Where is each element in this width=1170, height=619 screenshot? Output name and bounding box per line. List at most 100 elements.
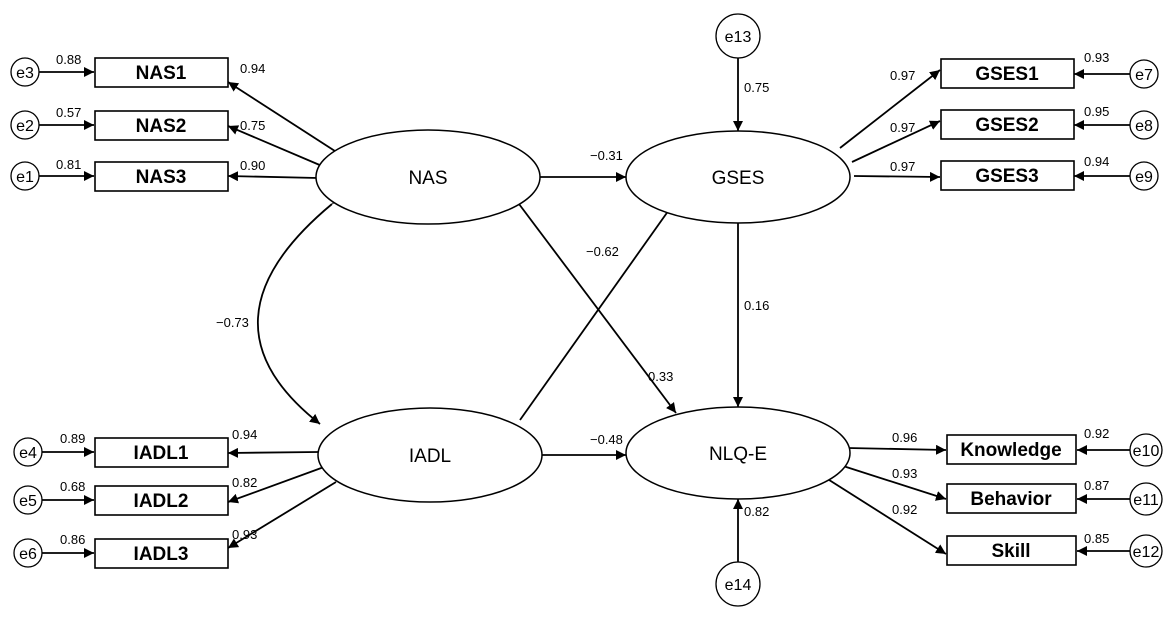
error-e7[interactable]: e7 bbox=[1129, 59, 1159, 89]
weight-nlqe-skill: 0.92 bbox=[892, 502, 917, 517]
indicator-nas3[interactable]: NAS3 bbox=[94, 161, 229, 192]
error-e13-label: e13 bbox=[725, 29, 752, 46]
latent-nas[interactable]: NAS bbox=[315, 129, 541, 225]
weight-gses-gses2: 0.97 bbox=[890, 120, 915, 135]
error-e2[interactable]: e2 bbox=[10, 110, 40, 140]
weight-gses-gses1: 0.97 bbox=[890, 68, 915, 83]
error-e12[interactable]: e12 bbox=[1129, 534, 1163, 568]
edge-gses-gses3 bbox=[853, 171, 941, 182]
error-e10[interactable]: e10 bbox=[1129, 433, 1163, 467]
latent-iadl-label: IADL bbox=[409, 446, 451, 467]
error-e3-label: e3 bbox=[16, 65, 34, 82]
error-e4-label: e4 bbox=[19, 445, 37, 462]
latent-gses[interactable]: GSES bbox=[625, 130, 851, 224]
edge-nlqe-skill bbox=[825, 477, 947, 555]
weight-gses-nlqe: 0.16 bbox=[744, 298, 769, 313]
weight-iadl-iadl2: 0.82 bbox=[232, 475, 257, 490]
weight-e5: 0.68 bbox=[60, 479, 85, 494]
weight-gses-gses3: 0.97 bbox=[890, 159, 915, 174]
weight-nas-nlqe: 0.33 bbox=[648, 369, 673, 384]
indicator-iadl2-label: IADL2 bbox=[134, 491, 189, 512]
indicator-behavior-label: Behavior bbox=[970, 489, 1052, 510]
weight-covariance-nas-iadl: −0.73 bbox=[216, 315, 249, 330]
weight-e6: 0.86 bbox=[60, 532, 85, 547]
error-e5[interactable]: e5 bbox=[13, 485, 43, 515]
edge-nlqe-behavior bbox=[839, 464, 947, 501]
indicator-skill-label: Skill bbox=[991, 541, 1030, 562]
edge-nas-nas1 bbox=[227, 81, 339, 154]
error-e6[interactable]: e6 bbox=[13, 538, 43, 568]
error-e8-label: e8 bbox=[1135, 118, 1153, 135]
weight-e2: 0.57 bbox=[56, 105, 81, 120]
edge-gses-gses2 bbox=[851, 120, 941, 163]
weight-iadl-nlqe: −0.48 bbox=[590, 432, 623, 447]
indicator-nas2[interactable]: NAS2 bbox=[94, 110, 229, 141]
edge-iadl-iadl3 bbox=[227, 481, 337, 549]
weight-nas-nas3: 0.90 bbox=[240, 158, 265, 173]
weight-e10: 0.92 bbox=[1084, 426, 1109, 441]
weight-e1: 0.81 bbox=[56, 157, 81, 172]
indicator-gses2-label: GSES2 bbox=[975, 115, 1038, 136]
latent-gses-label: GSES bbox=[712, 168, 765, 189]
indicator-skill[interactable]: Skill bbox=[946, 535, 1077, 566]
weight-nas-nas2: 0.75 bbox=[240, 118, 265, 133]
error-e7-label: e7 bbox=[1135, 67, 1153, 84]
error-e14[interactable]: e14 bbox=[715, 561, 761, 607]
latent-nlqe-label: NLQ-E bbox=[709, 444, 767, 465]
edge-iadl-iadl1 bbox=[227, 447, 319, 458]
indicator-iadl2[interactable]: IADL2 bbox=[94, 485, 229, 516]
edge-nas-nas2 bbox=[227, 125, 323, 167]
weight-nlqe-knowledge: 0.96 bbox=[892, 430, 917, 445]
weight-iadl-iadl3: 0.93 bbox=[232, 527, 257, 542]
error-e10-label: e10 bbox=[1133, 443, 1160, 460]
weight-e9: 0.94 bbox=[1084, 154, 1109, 169]
weight-e12: 0.85 bbox=[1084, 531, 1109, 546]
indicator-iadl3-label: IADL3 bbox=[134, 544, 189, 565]
weight-nas-gses: −0.31 bbox=[590, 148, 623, 163]
error-e9-label: e9 bbox=[1135, 169, 1153, 186]
latent-iadl[interactable]: IADL bbox=[317, 407, 543, 503]
error-e6-label: e6 bbox=[19, 546, 37, 563]
latent-nas-label: NAS bbox=[408, 168, 447, 189]
error-e1-label: e1 bbox=[16, 169, 34, 186]
error-e8[interactable]: e8 bbox=[1129, 110, 1159, 140]
error-e14-label: e14 bbox=[725, 577, 752, 594]
error-e13[interactable]: e13 bbox=[715, 13, 761, 59]
covariance-nas-iadl bbox=[257, 193, 343, 425]
error-e4[interactable]: e4 bbox=[13, 437, 43, 467]
indicator-iadl1[interactable]: IADL1 bbox=[94, 437, 229, 468]
weight-e7: 0.93 bbox=[1084, 50, 1109, 65]
indicator-nas2-label: NAS2 bbox=[136, 116, 187, 137]
error-e12-label: e12 bbox=[1133, 544, 1160, 561]
error-e2-label: e2 bbox=[16, 118, 34, 135]
edge-iadl-iadl2 bbox=[227, 466, 325, 504]
indicator-knowledge-label: Knowledge bbox=[960, 440, 1061, 461]
weight-e3: 0.88 bbox=[56, 52, 81, 67]
error-e9[interactable]: e9 bbox=[1129, 161, 1159, 191]
weight-nas-nas1: 0.94 bbox=[240, 61, 265, 76]
error-e3[interactable]: e3 bbox=[10, 57, 40, 87]
error-e11[interactable]: e11 bbox=[1129, 482, 1163, 516]
weight-e13: 0.75 bbox=[744, 80, 769, 95]
weight-e8: 0.95 bbox=[1084, 104, 1109, 119]
indicator-gses1-label: GSES1 bbox=[975, 64, 1039, 85]
indicator-nas1[interactable]: NAS1 bbox=[94, 57, 229, 88]
indicator-behavior[interactable]: Behavior bbox=[946, 483, 1077, 514]
indicator-gses3[interactable]: GSES3 bbox=[940, 160, 1075, 191]
weight-e4: 0.89 bbox=[60, 431, 85, 446]
indicator-gses1[interactable]: GSES1 bbox=[940, 58, 1075, 89]
latent-nlqe[interactable]: NLQ-E bbox=[625, 406, 851, 500]
weight-iadl-gses: −0.62 bbox=[586, 244, 619, 259]
error-e1[interactable]: e1 bbox=[10, 161, 40, 191]
weight-iadl-iadl1: 0.94 bbox=[232, 427, 257, 442]
error-e5-label: e5 bbox=[19, 493, 37, 510]
indicator-iadl1-label: IADL1 bbox=[134, 443, 189, 464]
edge-gses-gses1 bbox=[839, 69, 941, 149]
weight-e14: 0.82 bbox=[744, 504, 769, 519]
indicator-iadl3[interactable]: IADL3 bbox=[94, 538, 229, 569]
edge-nas-nas3 bbox=[227, 171, 319, 182]
indicator-knowledge[interactable]: Knowledge bbox=[946, 434, 1077, 465]
weight-nlqe-behavior: 0.93 bbox=[892, 466, 917, 481]
indicator-gses2[interactable]: GSES2 bbox=[940, 109, 1075, 140]
